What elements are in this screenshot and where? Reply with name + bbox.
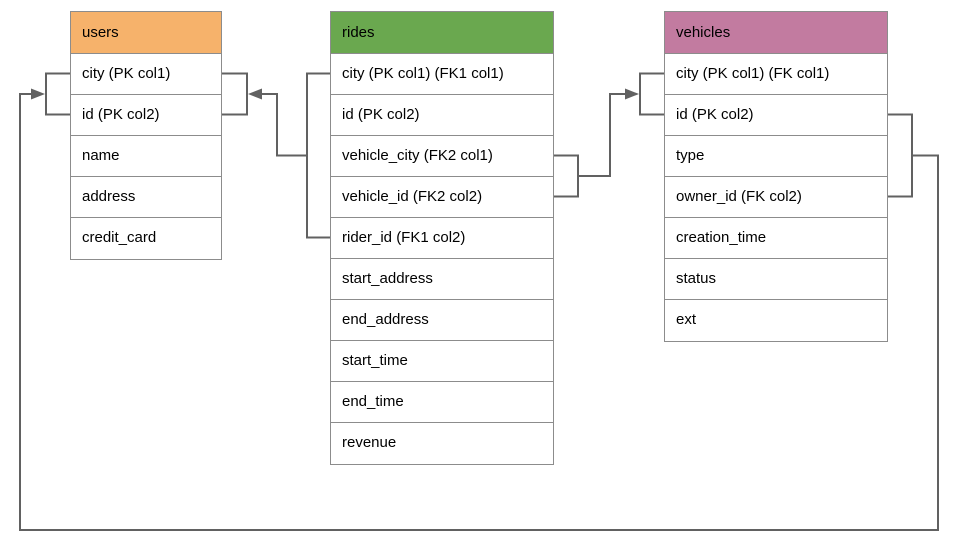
vehicles-right-bracket — [887, 113, 913, 198]
table-column-row: start_time — [331, 341, 553, 382]
table-column-row: end_address — [331, 300, 553, 341]
table-rides-header: rides — [331, 12, 553, 54]
table-column-row: status — [665, 259, 887, 300]
table-column-row: vehicle_id (FK2 col2) — [331, 177, 553, 218]
table-column-row: start_address — [331, 259, 553, 300]
fk1-arrowhead-icon — [248, 88, 262, 100]
table-column-row: vehicle_city (FK2 col1) — [331, 136, 553, 177]
table-rides-rows: city (PK col1) (FK1 col1)id (PK col2)veh… — [331, 54, 553, 464]
table-column-row: city (PK col1) — [71, 54, 221, 95]
table-column-row: type — [665, 136, 887, 177]
table-vehicles-title: vehicles — [676, 24, 731, 41]
rides-right-bracket — [553, 154, 579, 198]
table-column-row: city (PK col1) (FK col1) — [665, 54, 887, 95]
table-vehicles-header: vehicles — [665, 12, 887, 54]
table-column-row: name — [71, 136, 221, 177]
table-column-row: rider_id (FK1 col2) — [331, 218, 553, 259]
table-rides-title: rides — [342, 24, 375, 41]
connector-rides-to-vehicles — [553, 72, 664, 198]
table-column-row: id (PK col2) — [71, 95, 221, 136]
table-column-row: ext — [665, 300, 887, 341]
table-column-row: end_time — [331, 382, 553, 423]
fk-arrowhead-icon — [31, 88, 45, 100]
table-column-row: address — [71, 177, 221, 218]
fk1-elbow-line — [251, 93, 307, 157]
table-users-title: users — [82, 24, 119, 41]
rides-left-bracket — [306, 72, 330, 239]
fk2-arrowhead-icon — [625, 88, 639, 100]
table-rides: rides city (PK col1) (FK1 col1)id (PK co… — [330, 11, 554, 465]
fk2-elbow-line — [578, 93, 636, 177]
users-left-bracket — [45, 72, 70, 116]
table-vehicles-rows: city (PK col1) (FK col1)id (PK col2)type… — [665, 54, 887, 341]
table-column-row: id (PK col2) — [331, 95, 553, 136]
table-users-header: users — [71, 12, 221, 54]
table-vehicles: vehicles city (PK col1) (FK col1)id (PK … — [664, 11, 888, 342]
table-column-row: credit_card — [71, 218, 221, 259]
table-column-row: creation_time — [665, 218, 887, 259]
table-column-row: id (PK col2) — [665, 95, 887, 136]
table-column-row: revenue — [331, 423, 553, 464]
connector-rides-to-users — [221, 72, 330, 239]
users-right-bracket — [221, 72, 248, 116]
vehicles-left-bracket — [639, 72, 664, 116]
table-column-row: owner_id (FK col2) — [665, 177, 887, 218]
table-column-row: city (PK col1) (FK1 col1) — [331, 54, 553, 95]
